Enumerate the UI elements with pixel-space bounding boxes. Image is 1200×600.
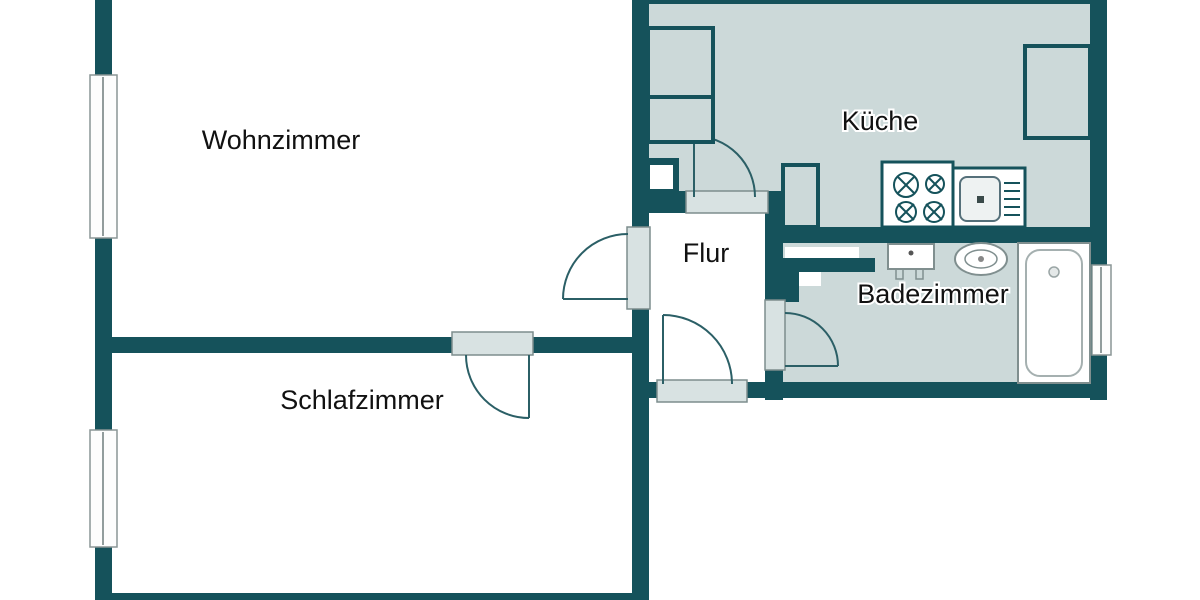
bathroom-fixtures — [887, 242, 1091, 384]
label-wohnzimmer: Wohnzimmer — [202, 125, 361, 155]
duct-shaft-inner — [650, 165, 673, 189]
wall-bath-step-vertical — [783, 258, 799, 302]
wall-livingroom-bedroom — [95, 337, 649, 353]
door-entrance — [656, 314, 748, 403]
wall-kitchen-door-left — [644, 191, 688, 213]
washbasin-icon — [887, 243, 935, 280]
doors — [451, 135, 839, 419]
room-labels: Wohnzimmer Schlafzimmer Flur Küche Badez… — [200, 104, 1011, 417]
bath-wall-niche — [785, 247, 859, 258]
label-flur: Flur — [683, 238, 730, 268]
wall-bottom-sliver — [95, 593, 649, 600]
kitchen-cabinet-top-left-upper — [646, 26, 715, 99]
kitchen-sink-icon — [951, 166, 1027, 229]
kitchen-fixtures — [646, 26, 1092, 229]
window-bathroom — [1091, 264, 1112, 356]
bathtub-icon — [1017, 242, 1091, 384]
label-badezimmer: Badezimmer — [857, 279, 1009, 309]
label-schlafzimmer: Schlafzimmer — [280, 385, 444, 415]
wall-kitchen-bathroom — [783, 227, 1107, 243]
wall-kitchen-top-sliver — [632, 0, 1107, 4]
kitchen-cabinet-bottom-left — [781, 163, 820, 229]
windows — [89, 74, 1112, 548]
kitchen-cabinet-top-left-lower — [646, 95, 715, 144]
door-bathroom — [764, 299, 839, 371]
stove-icon — [880, 160, 955, 229]
wall-south — [649, 382, 1107, 398]
window-livingroom — [89, 74, 118, 239]
wall-bath-step — [799, 258, 875, 272]
bath-wall-niche-2 — [799, 272, 821, 286]
label-kueche: Küche — [842, 106, 919, 136]
kitchen-cabinet-top-right — [1023, 44, 1092, 140]
door-livingroom — [562, 226, 651, 310]
window-bedroom — [89, 429, 118, 548]
door-bedroom — [451, 331, 534, 419]
toilet-icon — [954, 242, 1008, 276]
